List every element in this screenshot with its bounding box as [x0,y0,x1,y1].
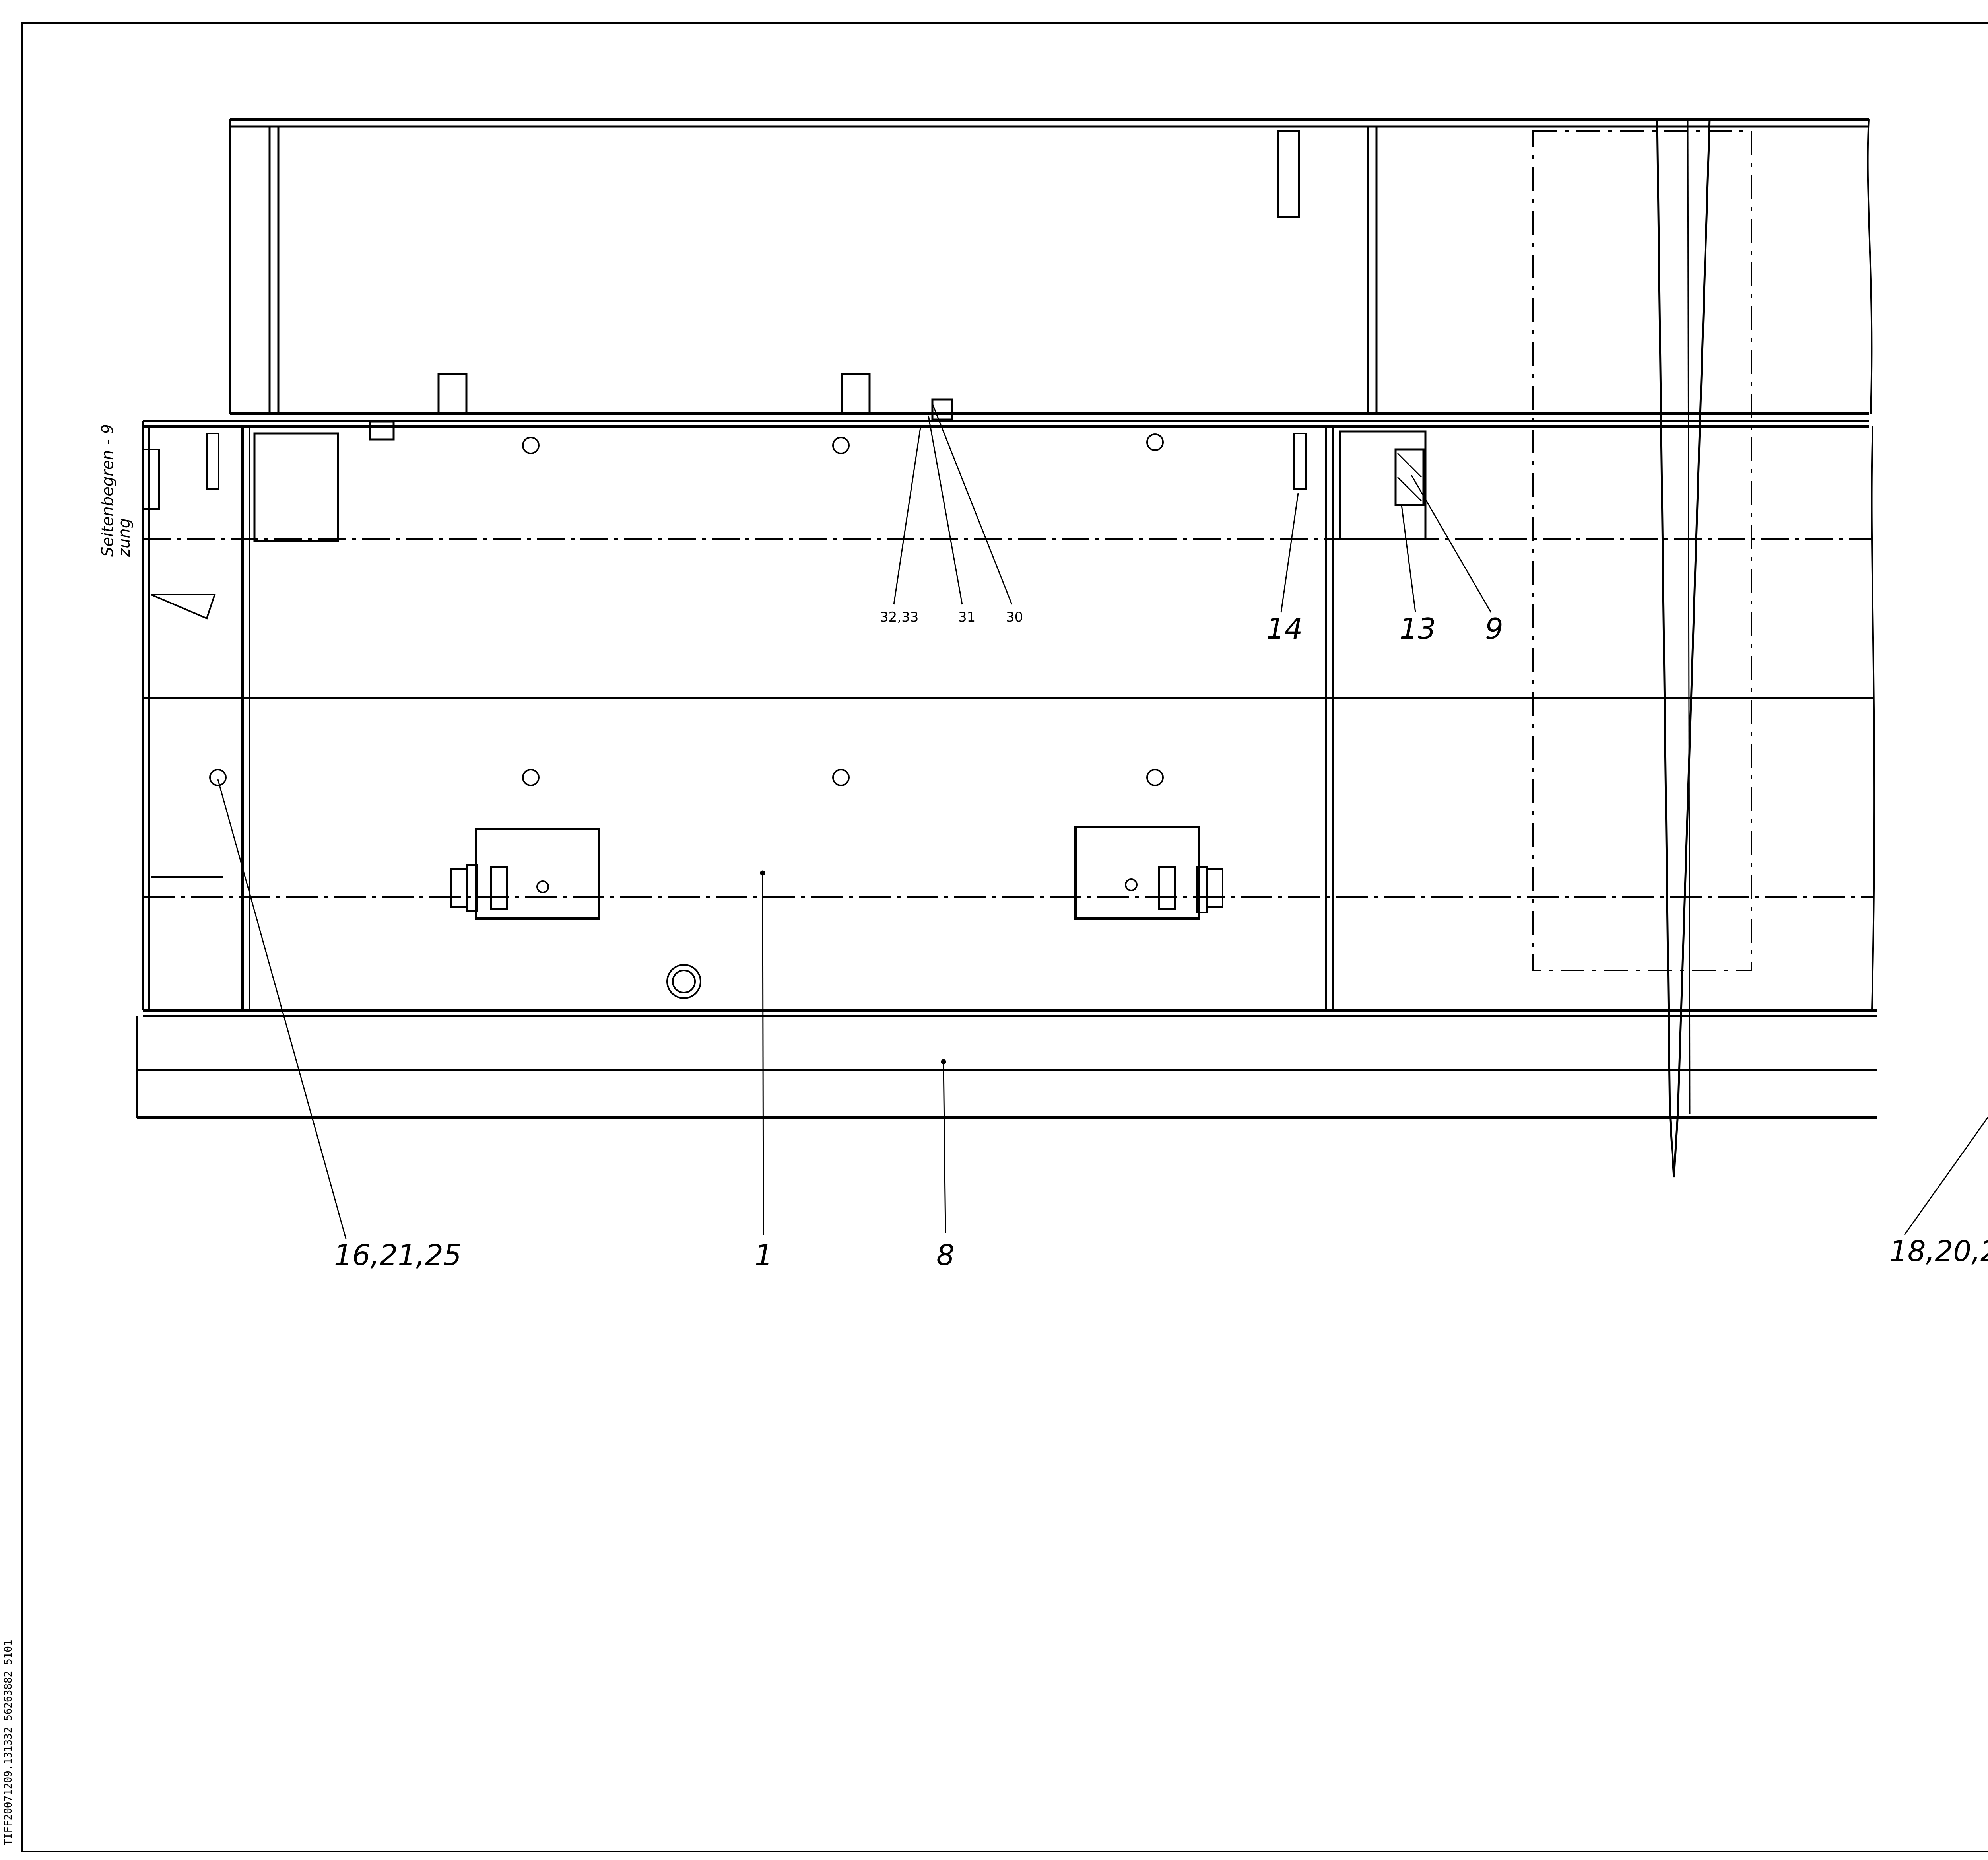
side-note-line-1: Seitenbegren - 9 [99,424,117,557]
callout-30: 30 [1006,609,1023,625]
callout-9: 9 [1485,612,1503,645]
callout-31: 31 [958,609,976,625]
callout-16-21-25: 16,21,25 [334,1238,462,1272]
callout-13: 13 [1400,612,1436,645]
callout-14: 14 [1266,612,1303,645]
callout-18-20-22-24: 18,20,22,24 [1889,1234,1988,1268]
leader-lines [217,403,1988,1239]
upper-frame [143,118,1873,971]
scan-id: TIFF20071209.131332 56263882_5101 [2,1640,14,1845]
callout-8: 8 [936,1238,955,1272]
front-wall-body [136,119,1877,1178]
sheet-border [21,22,1988,1852]
side-note-line-2: zung [115,518,134,557]
callout-32-33: 32,33 [880,609,919,625]
callout-1: 1 [755,1238,773,1272]
side-note: Seitenbegren - 9 zung [99,424,134,557]
